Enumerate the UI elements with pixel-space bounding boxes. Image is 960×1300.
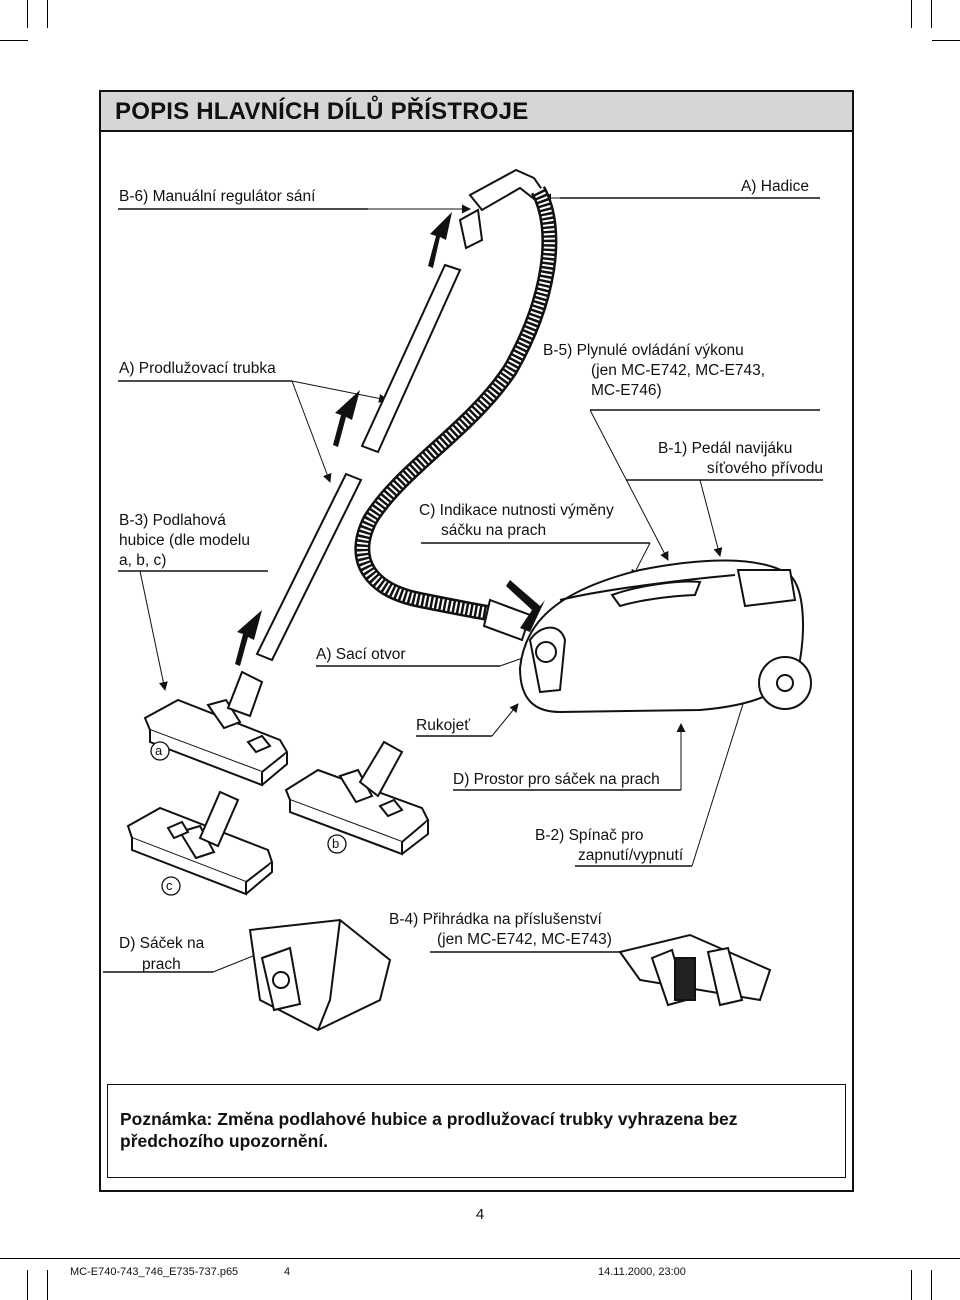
page-frame: POPIS HLAVNÍCH DÍLŮ PŘÍSTROJE: [99, 90, 854, 1192]
label-c-line2: sáčku na prach: [441, 522, 547, 539]
crop-mark: [911, 1270, 912, 1300]
label-b3-line1: B-3) Podlahová: [119, 512, 226, 529]
label-b4-line2: (jen MC-E742, MC-E743): [437, 931, 612, 948]
label-d-bag-line2: prach: [142, 956, 181, 973]
crop-mark: [47, 1270, 48, 1300]
nozzle-a-illustration: [143, 670, 289, 787]
direction-arrows: [235, 212, 545, 666]
footer-datetime: 14.11.2000, 23:00: [598, 1266, 686, 1278]
label-b5-line3: MC-E746): [591, 382, 662, 399]
page-number: 4: [475, 1206, 485, 1223]
crop-mark: [932, 40, 960, 41]
dust-bag-illustration: [248, 918, 392, 1032]
nozzle-b-illustration: [284, 740, 430, 856]
label-b5-line1: B-5) Plynulé ovládání výkonu: [543, 342, 744, 359]
label-c-line1: C) Indikace nutnosti výměny: [419, 502, 614, 519]
label-b1-line1: B-1) Pedál navijáku: [658, 440, 793, 457]
label-b1-line2: síťového přívodu: [706, 460, 823, 477]
label-d-bag-line1: D) Sáček na: [119, 935, 205, 952]
crop-mark: [0, 40, 28, 41]
nozzle-c-illustration: [126, 790, 274, 896]
crop-mark: [0, 1258, 960, 1259]
label-b6-suction-regulator: B-6) Manuální regulátor sání: [119, 188, 316, 205]
vacuum-body-illustration: [518, 559, 812, 714]
label-d-bag-compartment: D) Prostor pro sáček na prach: [453, 771, 660, 788]
accessory-compartment-illustration: [618, 933, 772, 1007]
label-b3-line2: hubice (dle modelu: [119, 532, 250, 549]
footer-page: 4: [284, 1266, 291, 1278]
hose-illustration: [354, 168, 558, 642]
page-title: POPIS HLAVNÍCH DÍLŮ PŘÍSTROJE: [115, 98, 529, 125]
nozzle-c-letter: c: [166, 878, 173, 893]
label-handle: Rukojeť: [416, 717, 471, 734]
nozzle-b-letter: b: [332, 836, 340, 851]
nozzle-letter-circles: [150, 741, 347, 896]
footer-filename: MC-E740-743_746_E735-737.p65: [70, 1266, 239, 1278]
label-a-suction-inlet: A) Sací otvor: [316, 646, 406, 663]
label-a-extension-tube: A) Prodlužovací trubka: [119, 360, 276, 377]
label-b3-line3: a, b, c): [119, 552, 167, 569]
crop-mark: [931, 0, 932, 28]
crop-mark: [27, 1270, 28, 1300]
crop-mark: [27, 0, 28, 28]
crop-mark: [931, 1270, 932, 1300]
label-b5-line2: (jen MC-E742, MC-E743,: [591, 362, 766, 379]
crop-mark: [911, 0, 912, 28]
title-bar: POPIS HLAVNÍCH DÍLŮ PŘÍSTROJE: [101, 92, 852, 132]
label-b2-line1: B-2) Spínač pro: [535, 827, 644, 844]
label-b2-line2: zapnutí/vypnutí: [578, 847, 684, 864]
note-box: Poznámka: Změna podlahové hubice a prodl…: [107, 1084, 846, 1178]
extension-tubes: [255, 263, 462, 662]
nozzle-a-letter: a: [155, 743, 163, 758]
note-text: Poznámka: Změna podlahové hubice a prodl…: [120, 1109, 738, 1151]
label-a-hose: A) Hadice: [740, 178, 809, 195]
crop-mark: [47, 0, 48, 28]
label-b4-line1: B-4) Přihrádka na příslušenství: [389, 911, 602, 928]
